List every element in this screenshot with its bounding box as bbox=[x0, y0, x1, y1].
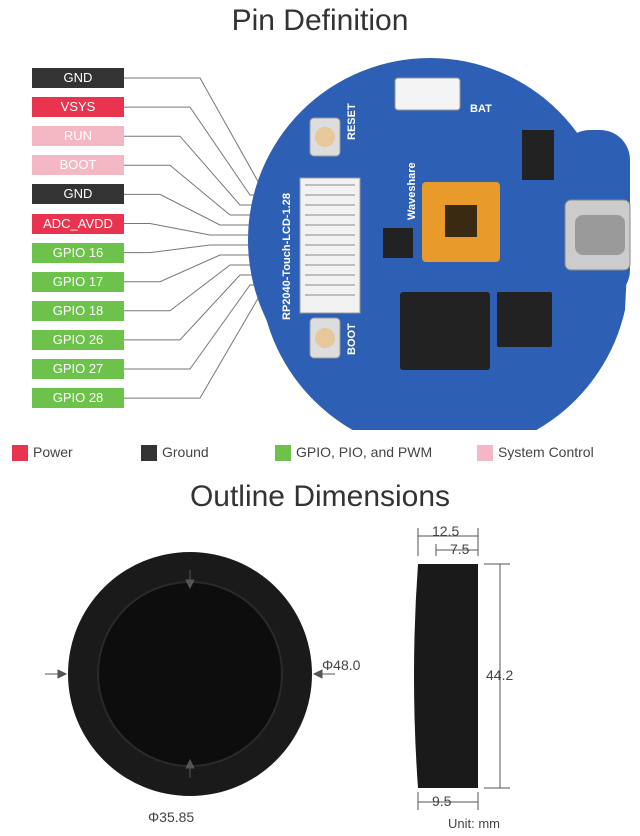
outer-diameter-label: Φ48.0 bbox=[322, 657, 361, 673]
unit-label: Unit: mm bbox=[448, 816, 500, 831]
pin-definition-title: Pin Definition bbox=[231, 4, 409, 37]
reset-label: RESET bbox=[346, 103, 358, 140]
outline-dimensions-title: Outline Dimensions bbox=[189, 480, 451, 513]
inner-diameter-label: Φ35.85 bbox=[148, 809, 194, 825]
legend-power-swatch bbox=[12, 445, 28, 461]
boot-button-cap bbox=[315, 328, 335, 348]
boot-label: BOOT bbox=[346, 323, 358, 355]
rp2040-chip bbox=[400, 292, 490, 370]
pin-label: GND bbox=[32, 184, 124, 205]
inner-screen bbox=[97, 581, 283, 767]
small-chip bbox=[383, 228, 413, 258]
legend-system-swatch bbox=[477, 445, 493, 461]
pin-label: GPIO 16 bbox=[32, 242, 124, 263]
side-dimension-lines bbox=[417, 528, 510, 810]
pin-label: GND bbox=[32, 68, 124, 88]
pin-label: GPIO 26 bbox=[32, 329, 124, 350]
usb-c-opening bbox=[575, 215, 625, 255]
pin-label: GPIO 28 bbox=[32, 388, 124, 409]
pin-label: GPIO 18 bbox=[32, 300, 124, 321]
board-diagram: RESET BOOT BAT RP2040-Touch-LCD-1.28 Wav… bbox=[124, 58, 631, 430]
brand-label: Waveshare bbox=[406, 162, 418, 220]
diameter-arrows bbox=[45, 570, 335, 778]
gyro-chip-core bbox=[445, 205, 477, 237]
battery-connector bbox=[394, 77, 461, 111]
pin-label: RUN bbox=[32, 126, 124, 147]
legend-gpio-swatch bbox=[275, 445, 291, 461]
model-label: RP2040-Touch-LCD-1.28 bbox=[281, 193, 293, 320]
legend-system-label: System Control bbox=[498, 444, 594, 460]
dimensions-drawing: Φ48.0 Φ35.85 12.5 7.5 44.2 9.5 Unit: mm bbox=[45, 523, 513, 831]
depth-total-label: 12.5 bbox=[432, 523, 459, 539]
pin-label: GPIO 17 bbox=[32, 271, 124, 292]
pin-label: VSYS bbox=[32, 97, 124, 118]
pin-label: GPIO 27 bbox=[32, 359, 124, 379]
legend-ground-swatch bbox=[141, 445, 157, 461]
legend-power-label: Power bbox=[33, 444, 73, 460]
depth-front-label: 7.5 bbox=[450, 541, 470, 557]
reset-button-cap bbox=[315, 127, 335, 147]
side-profile bbox=[414, 564, 478, 788]
regulator-chip bbox=[522, 130, 554, 180]
pin-label: ADC_AVDD bbox=[32, 213, 124, 234]
pin-label: BOOT bbox=[32, 155, 124, 176]
legend-ground-label: Ground bbox=[162, 444, 209, 460]
bat-label: BAT bbox=[470, 103, 492, 115]
height-label: 44.2 bbox=[486, 667, 513, 683]
flash-chip bbox=[497, 292, 552, 347]
legend-gpio-label: GPIO, PIO, and PWM bbox=[296, 444, 433, 460]
depth-back-label: 9.5 bbox=[432, 793, 452, 809]
